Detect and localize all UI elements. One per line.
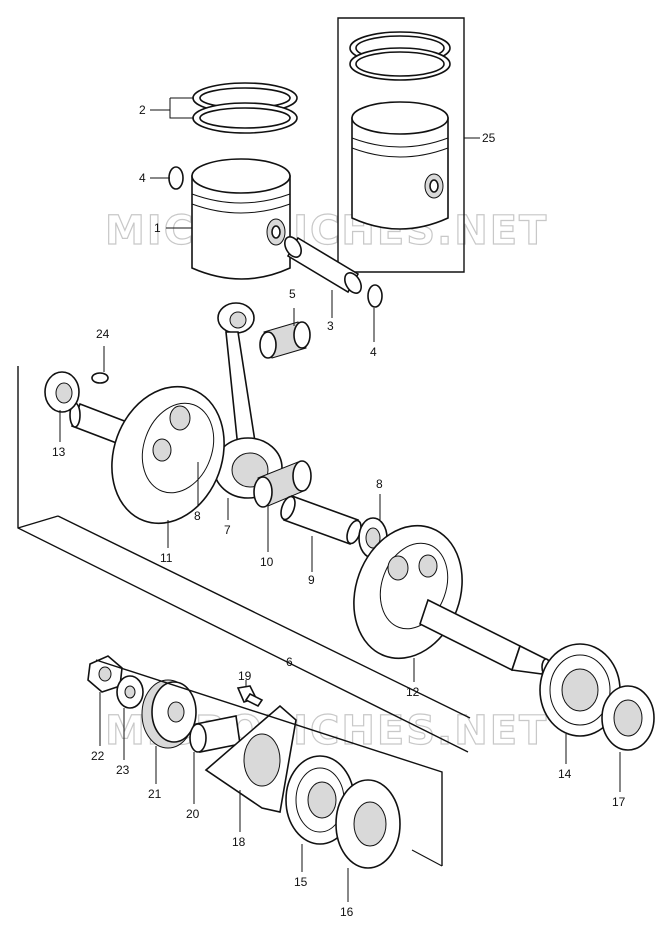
callout-13: 13 xyxy=(52,445,66,459)
callout-5: 5 xyxy=(289,287,296,301)
callout-10: 10 xyxy=(260,555,274,569)
callout-2: 2 xyxy=(139,103,146,117)
callout-labels: 1 2 3 4 4 5 6 7 8 8 9 10 11 12 13 14 15 … xyxy=(52,103,626,919)
callout-21: 21 xyxy=(148,787,162,801)
assembly-bracket-6 xyxy=(17,366,471,753)
callout-15: 15 xyxy=(294,875,308,889)
washer xyxy=(116,675,144,709)
callout-17: 17 xyxy=(612,795,626,809)
callout-6: 6 xyxy=(286,655,293,669)
oil-seal-bottom xyxy=(335,779,401,869)
callout-25: 25 xyxy=(482,131,496,145)
callout-16: 16 xyxy=(340,905,354,919)
callout-23: 23 xyxy=(116,763,130,777)
small-end-bearing xyxy=(259,321,311,359)
primary-gear xyxy=(141,679,197,749)
callout-9: 9 xyxy=(308,573,315,587)
big-end-bearing xyxy=(253,460,312,508)
piston xyxy=(191,158,291,280)
callout-11: 11 xyxy=(160,551,173,565)
leader-lines xyxy=(59,97,621,902)
key xyxy=(91,372,109,384)
spacer xyxy=(189,715,241,753)
assembly-bracket-lower xyxy=(95,659,443,867)
callout-20: 20 xyxy=(186,807,200,821)
callout-19: 19 xyxy=(238,669,252,683)
callout-3: 3 xyxy=(327,319,334,333)
callout-14: 14 xyxy=(558,767,572,781)
crank-pin xyxy=(280,494,362,546)
bearing-right xyxy=(539,643,621,737)
callout-12: 12 xyxy=(406,685,420,699)
piston-rings xyxy=(192,82,298,134)
circlips xyxy=(168,166,383,308)
crankshaft-left xyxy=(69,385,225,525)
callout-8b: 8 xyxy=(376,477,383,491)
oil-seal-left xyxy=(44,371,80,413)
callout-1: 1 xyxy=(154,221,161,235)
piston-pin xyxy=(284,236,362,294)
bearing-retainer xyxy=(204,704,297,813)
bolt xyxy=(236,685,264,708)
callout-7: 7 xyxy=(224,523,231,537)
callout-24: 24 xyxy=(96,327,110,341)
callout-22: 22 xyxy=(91,749,105,763)
callout-18: 18 xyxy=(232,835,246,849)
piston-kit-group xyxy=(337,17,465,273)
oil-seal-right xyxy=(601,685,655,751)
callout-4a: 4 xyxy=(139,171,146,185)
callout-8a: 8 xyxy=(194,509,201,523)
watermark-top: MICROFICHES.NET xyxy=(105,208,548,254)
callout-4b: 4 xyxy=(370,345,377,359)
